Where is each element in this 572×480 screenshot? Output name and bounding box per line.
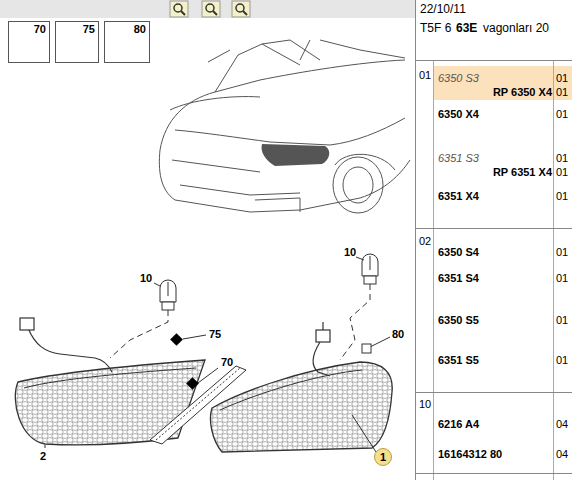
callout-number: 10 xyxy=(140,272,152,284)
part-number: 6350 X4 xyxy=(438,108,479,120)
date: 22/10/11 xyxy=(420,3,466,15)
quantity: 01 xyxy=(556,152,568,164)
icon-box: 70 xyxy=(8,21,50,63)
callout-number: 75 xyxy=(83,23,95,35)
quantity: 04 xyxy=(556,418,568,430)
header: 63E xyxy=(456,22,477,34)
part-number: 6350 S5 xyxy=(438,314,479,326)
icon-box: 80 xyxy=(104,21,150,63)
quantity: 01 xyxy=(556,246,568,258)
callout-number: 70 xyxy=(34,23,46,35)
callout-number: 2 xyxy=(40,450,46,462)
quantity: 01 xyxy=(556,190,568,202)
part-number: 6351 S3 xyxy=(438,152,479,164)
quantity: 01 xyxy=(556,86,568,98)
quantity: 01 xyxy=(556,72,568,84)
callout-number: 75 xyxy=(209,328,221,340)
quantity: 01 xyxy=(556,354,568,366)
quantity: 04 xyxy=(556,448,568,460)
callout-number: 80 xyxy=(134,23,146,35)
quantity: 01 xyxy=(556,314,568,326)
icon-box: 75 xyxy=(55,21,99,63)
callout-number: 70 xyxy=(221,356,233,368)
row-index: 01 xyxy=(419,69,431,81)
part-number: 6350 S4 xyxy=(438,246,479,258)
callout-number: 1 xyxy=(375,449,391,465)
quantity: 01 xyxy=(556,108,568,120)
part-number: 6351 S5 xyxy=(438,354,479,366)
quantity: 01 xyxy=(556,166,568,178)
part-number: RP 6350 X4 xyxy=(493,86,552,98)
header: T5F 6 xyxy=(420,22,451,34)
part-number: 6350 S3 xyxy=(438,72,479,84)
row-index: 02 xyxy=(419,235,431,247)
part-number: 6351 X4 xyxy=(438,190,479,202)
callout-circle: 1 xyxy=(374,448,392,466)
part-number: 6216 A4 xyxy=(438,418,479,430)
quantity: 01 xyxy=(556,272,568,284)
header: vagonları 20 xyxy=(483,22,549,34)
callout-number: 10 xyxy=(344,246,356,258)
part-number: RP 6351 X4 xyxy=(493,166,552,178)
callout-number: 80 xyxy=(392,328,404,340)
row-index: 10 xyxy=(419,398,431,410)
part-number: 16164312 80 xyxy=(438,448,502,460)
part-number: 6351 S4 xyxy=(438,272,479,284)
